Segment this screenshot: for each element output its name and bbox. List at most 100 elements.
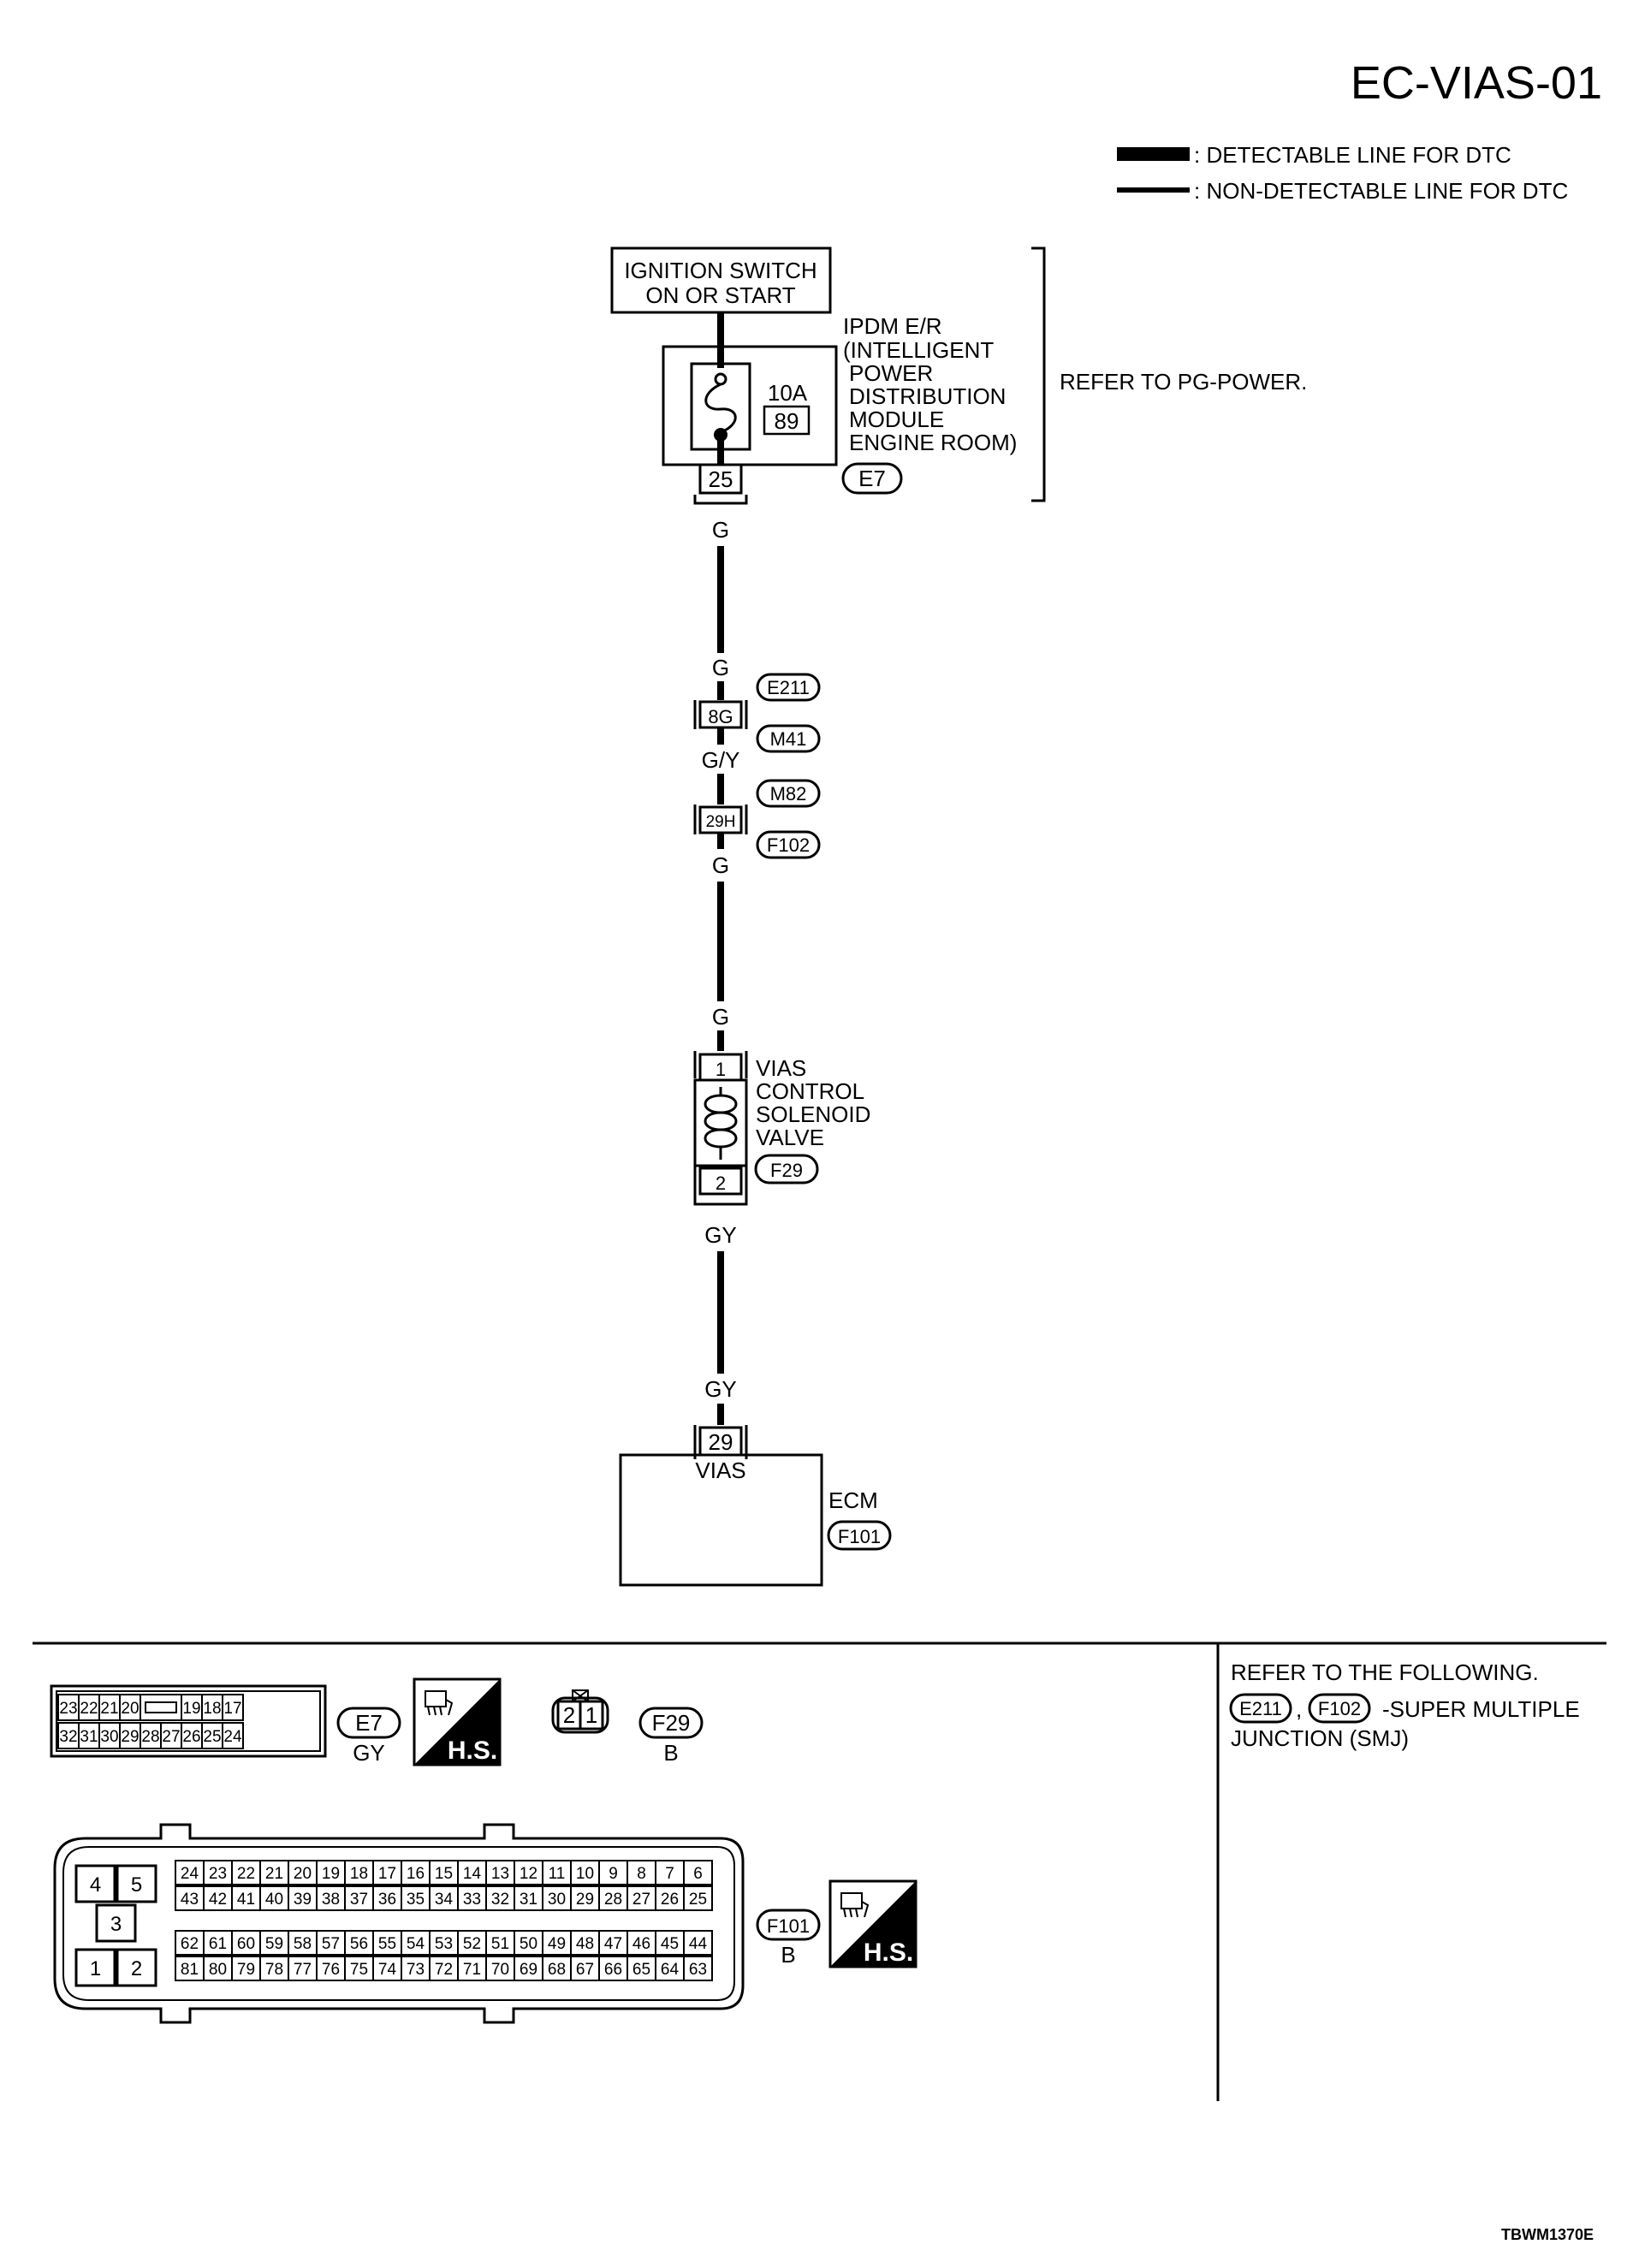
ignition-switch-line1: IGNITION SWITCH: [624, 258, 817, 283]
solenoid-label-line2: CONTROL: [756, 1078, 864, 1104]
f101-pin-label: 48: [576, 1935, 594, 1953]
image-code: TBWM1370E: [1501, 2226, 1594, 2243]
f101-pin-cell: [514, 1885, 543, 1911]
f101-pin-label: 58: [294, 1935, 312, 1953]
e7-code: E7: [355, 1710, 383, 1736]
junction-8g-conn-top: E211: [767, 677, 810, 698]
ipdm-label-line5: MODULE: [849, 407, 944, 432]
ipdm-label-line3: POWER: [849, 360, 933, 386]
fuse-number: 89: [775, 408, 799, 434]
power-bracket: [1031, 246, 1046, 502]
f101-pin-label: 32: [491, 1891, 509, 1909]
ipdm-terminal-box: [698, 463, 743, 495]
junction-29h-conn-bottom: F102: [767, 834, 810, 856]
refer-conn2: F102: [1318, 1698, 1361, 1719]
f101-pin-label: 45: [661, 1935, 679, 1953]
ipdm-terminal: 25: [709, 466, 733, 492]
junction-8g-box: [698, 700, 743, 729]
e7-pin-label: 27: [162, 1728, 180, 1746]
f101-pin-label: 34: [435, 1891, 454, 1909]
junction-29h-conn-bottom-pill: [756, 830, 821, 859]
solenoid-label-line4: VALVE: [756, 1125, 824, 1150]
e7-pin-cell: [160, 1722, 182, 1749]
junction-29h-box: [698, 805, 743, 834]
f101-pin-cell: [401, 1930, 431, 1956]
fuse-bottom-contact: [714, 428, 727, 442]
f101-outer-shell: [53, 1823, 745, 2024]
f101-pin-cell: [344, 1956, 374, 1981]
f101-pin-label: 49: [548, 1935, 566, 1953]
f101-pin-cell: [457, 1860, 487, 1885]
junction-8g-conn-top-pill: [756, 673, 821, 702]
f101-pin-label: 59: [265, 1935, 283, 1953]
f101-pin-label: 56: [350, 1935, 368, 1953]
e7-pin-label: 28: [141, 1728, 159, 1746]
refer-pg-power: REFER TO PG-POWER.: [1060, 369, 1307, 395]
f101-pin-cell: [429, 1956, 459, 1981]
connector-plug-icon-2: [840, 1892, 870, 1918]
f29-pin1-box: [579, 1700, 604, 1731]
f101-pin-cell: [175, 1860, 205, 1885]
f101-pin-cell: [316, 1860, 346, 1885]
f101-pin-label: 72: [435, 1961, 453, 1979]
f101-pin-label: 28: [604, 1891, 622, 1909]
f101-pin-cell: [683, 1860, 713, 1885]
fuse-top-contact: [714, 372, 727, 386]
f101-pin-label: 38: [322, 1891, 340, 1909]
f101-pin-label: 23: [209, 1865, 227, 1883]
fuse-rating: 10A: [768, 380, 808, 406]
junction-29h-conn-top: M82: [770, 783, 807, 804]
solenoid-connector-pill: [754, 1154, 819, 1184]
harness-side-badge-2: H.S.: [828, 1879, 917, 1968]
ipdm-label-line2: (INTELLIGENT: [843, 337, 994, 363]
f101-pin-label: 39: [294, 1891, 312, 1909]
f101-pin-label: 63: [689, 1961, 707, 1979]
f101-pin-cell: [288, 1885, 318, 1911]
f101-pin-label: 70: [491, 1961, 509, 1979]
f101-pin-cell: [598, 1885, 628, 1911]
f101-pin-label: 69: [520, 1961, 537, 1979]
f101-pin-cell: [683, 1930, 713, 1956]
f101-pin-cell: [401, 1956, 431, 1981]
ignition-switch-line2: ON OR START: [645, 282, 795, 308]
junction-29h-terminal: 29H: [706, 813, 736, 831]
e7-color: GY: [353, 1740, 385, 1766]
f101-pin-label: 81: [181, 1961, 199, 1979]
legend-detectable-swatch: [1117, 147, 1190, 161]
e7-pin-label: 26: [182, 1728, 200, 1746]
f101-power-pin-cell: [74, 1864, 116, 1903]
wire1-bottom-color: G: [712, 655, 729, 680]
f101-pin-label: 79: [237, 1961, 255, 1979]
f101-pin-label: 78: [265, 1961, 283, 1979]
refer-conn1-pill: [1229, 1693, 1292, 1724]
solenoid-label-line3: SOLENOID: [756, 1101, 870, 1127]
e7-pin-label: 29: [121, 1728, 139, 1746]
solenoid-pin-top: 1: [716, 1059, 726, 1080]
e7-pin-cell: [201, 1722, 223, 1749]
solenoid-pin1-box: [698, 1053, 743, 1082]
f101-pin-label: 80: [209, 1961, 227, 1979]
refer-desc1: -SUPER MULTIPLE: [1382, 1696, 1580, 1722]
e7-pin-cell: [222, 1722, 244, 1749]
f29-pin-2: 2: [563, 1702, 575, 1728]
wire1-top-color: G: [712, 517, 729, 543]
f101-pin-cell: [401, 1860, 431, 1885]
e7-pin-label: 23: [59, 1700, 77, 1718]
f101-pin-label: 52: [463, 1935, 481, 1953]
f101-code-pill: [756, 1909, 821, 1941]
e7-pin-label: 18: [203, 1700, 221, 1718]
f29-color: B: [663, 1740, 678, 1766]
ipdm-connector-pill: [841, 462, 903, 495]
e7-pin-label: 20: [121, 1700, 139, 1718]
wire3-bottom-color: G: [712, 1004, 729, 1030]
f101-pin-label: 21: [265, 1865, 283, 1883]
refer-conn2-pill: [1308, 1693, 1371, 1724]
e7-pin-cell: [222, 1694, 244, 1721]
f101-pin-label: 10: [576, 1865, 594, 1883]
legend-non-detectable-swatch: [1117, 187, 1190, 193]
ipdm-label-line1: IPDM E/R: [843, 313, 942, 339]
e7-pin-label: 22: [80, 1700, 98, 1718]
f101-power-pin-label: 5: [131, 1873, 142, 1897]
e7-inner: [56, 1690, 321, 1752]
